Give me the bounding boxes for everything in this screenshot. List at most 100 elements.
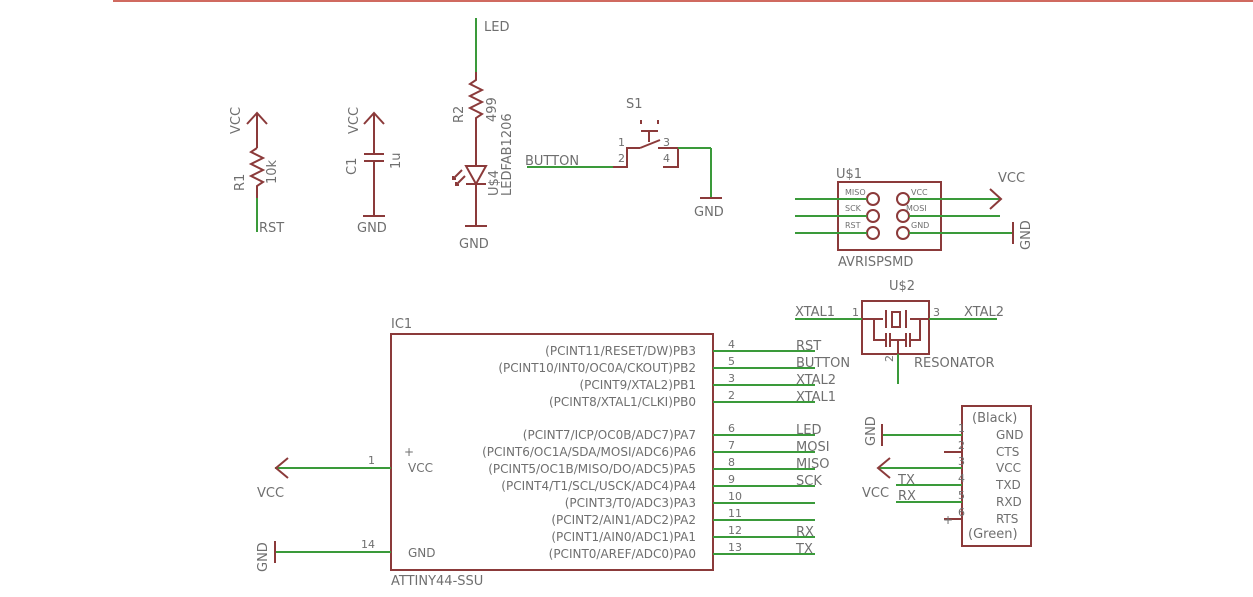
resistor-r2[interactable]: LED R2 499	[452, 18, 509, 128]
resonator-pin3: 3	[933, 306, 940, 319]
ic1-pin-label: (PCINT0/AREF/ADC0)PA0	[549, 547, 696, 561]
avrisp-right-pin-0: VCC	[911, 188, 928, 197]
ic1-pin-11[interactable]: (PCINT2/AIN1/ADC2)PA2 11	[551, 507, 815, 527]
c1-gnd-label: GND	[357, 221, 387, 236]
r2-name: R2	[452, 106, 467, 123]
s1-pin3: 3	[663, 136, 670, 149]
ic1-pin-label: (PCINT2/AIN1/ADC2)PA2	[551, 513, 696, 527]
ic1-pin-number: 11	[728, 507, 742, 520]
ic1-pin-net-label: RST	[796, 339, 821, 354]
ic1-pin-net-label: MOSI	[796, 440, 830, 455]
resonator-u2[interactable]: U$2 RESONATOR 1 3 2 XTAL1 XTAL2	[795, 279, 1004, 384]
ic1-pin-label: (PCINT5/OC1B/MISO/DO/ADC5)PA5	[488, 462, 696, 476]
resonator-pin2: 2	[883, 355, 896, 362]
r1-supply-label: VCC	[229, 107, 244, 134]
r1-name: R1	[233, 174, 248, 191]
ic1-attiny44[interactable]: IC1 ATTINY44-SSU VCC GND + 1 VCC 14 GND …	[256, 317, 850, 589]
ic1-pin-number: 2	[728, 389, 735, 402]
ic1-pin-number: 13	[728, 541, 742, 554]
led-u4[interactable]: U$4 LEDFAB1206 GND	[452, 113, 515, 252]
r1-net-label: RST	[259, 221, 284, 236]
r2-top-net-label: LED	[484, 20, 509, 35]
ic1-pin-label: (PCINT9/XTAL2)PB1	[579, 378, 696, 392]
ic1-pin-label: (PCINT1/AIN0/ADC1)PA1	[551, 530, 696, 544]
ic1-name: IC1	[391, 317, 412, 332]
ftdi-pin-number: 4	[958, 472, 965, 485]
ftdi-tx-net-label: TX	[897, 473, 915, 488]
ic1-pin-net-label: LED	[796, 423, 821, 438]
avrisp-left-pin-0: MISO	[845, 188, 866, 197]
s1-net-left: BUTTON	[525, 154, 579, 169]
ic1-pin-net-label: BUTTON	[796, 356, 850, 371]
ic1-pin-number: 7	[728, 439, 735, 452]
ic1-gnd-pin-number: 14	[361, 538, 375, 551]
ic1-value: ATTINY44-SSU	[391, 574, 483, 589]
ic1-pin-4[interactable]: (PCINT11/RESET/DW)PB3 4 RST	[545, 338, 821, 358]
ftdi-pin-label: TXD	[995, 478, 1021, 492]
ic1-pin-5[interactable]: (PCINT10/INT0/OC0A/CKOUT)PB2 5 BUTTON	[498, 355, 850, 375]
capacitor-c1[interactable]: VCC C1 1u GND	[345, 107, 404, 236]
ic1-pin-number: 4	[728, 338, 735, 351]
ftdi-vcc-net-label: VCC	[862, 486, 889, 501]
avrisp-right-pin-2: GND	[911, 221, 929, 230]
resistor-r1[interactable]: VCC R1 10k RST	[229, 107, 284, 236]
c1-supply-label: VCC	[347, 107, 362, 134]
ic1-pin-number: 12	[728, 524, 742, 537]
ic1-pin-number: 10	[728, 490, 742, 503]
avrisp-header-u1[interactable]: MISO SCK RST VCC MOSI GND U$1 AVRISPSMD …	[795, 167, 1034, 270]
ftdi-pin-label: RXD	[996, 495, 1022, 509]
ic1-vcc-net-label: VCC	[257, 486, 284, 501]
avrisp-left-pin-1: SCK	[845, 204, 862, 213]
ic1-pin-label: (PCINT11/RESET/DW)PB3	[545, 344, 696, 358]
ic1-pin-number: 8	[728, 456, 735, 469]
c1-value: 1u	[389, 152, 404, 169]
ic1-pin-number: 5	[728, 355, 735, 368]
avrisp-value: AVRISPSMD	[838, 255, 913, 270]
c1-name: C1	[345, 158, 360, 175]
avrisp-name: U$1	[836, 167, 862, 182]
ftdi-pin-label: GND	[996, 428, 1024, 442]
ftdi-pin-4[interactable]: 4 TXD	[944, 472, 1021, 492]
s1-pin4: 4	[663, 152, 670, 165]
r2-value: 499	[485, 97, 500, 122]
ftdi-pin-number: 5	[958, 489, 965, 502]
ftdi-pin-5[interactable]: 5 RXD	[944, 489, 1022, 509]
ic1-pin-label: (PCINT4/T1/SCL/USCK/ADC4)PA4	[501, 479, 696, 493]
ftdi-bottom-label: (Green)	[968, 527, 1018, 542]
ic1-pin-13[interactable]: (PCINT0/AREF/ADC0)PA0 13 TX	[549, 541, 815, 561]
ftdi-rx-net-label: RX	[898, 489, 916, 504]
ic1-pin-net-label: XTAL1	[796, 390, 836, 405]
avrisp-vcc-label: VCC	[998, 171, 1025, 186]
ftdi-pin-number: 2	[958, 439, 965, 452]
ic1-gnd-net-label: GND	[256, 542, 271, 572]
s1-pin1: 1	[618, 136, 625, 149]
ic1-pin-label: (PCINT10/INT0/OC0A/CKOUT)PB2	[498, 361, 696, 375]
ftdi-top-label: (Black)	[972, 411, 1017, 426]
led-name: U$4	[487, 170, 502, 196]
ftdi-gnd-net-label: GND	[864, 416, 879, 446]
ftdi-pin-label: RTS	[996, 512, 1018, 526]
r1-value: 10k	[265, 159, 280, 184]
ic1-pin-number: 6	[728, 422, 735, 435]
ftdi-pin-number: 1	[958, 422, 965, 435]
ic1-vcc-pin-number: 1	[368, 454, 375, 467]
ic1-pin-net-label: TX	[795, 542, 813, 557]
ic1-pin-net-label: XTAL2	[796, 373, 836, 388]
ic1-pin-net-label: SCK	[796, 474, 822, 489]
resonator-pin1: 1	[852, 306, 859, 319]
switch-s1[interactable]: BUTTON S1 1 2 3 4 GND	[525, 97, 724, 220]
resonator-net-left: XTAL1	[795, 305, 835, 320]
